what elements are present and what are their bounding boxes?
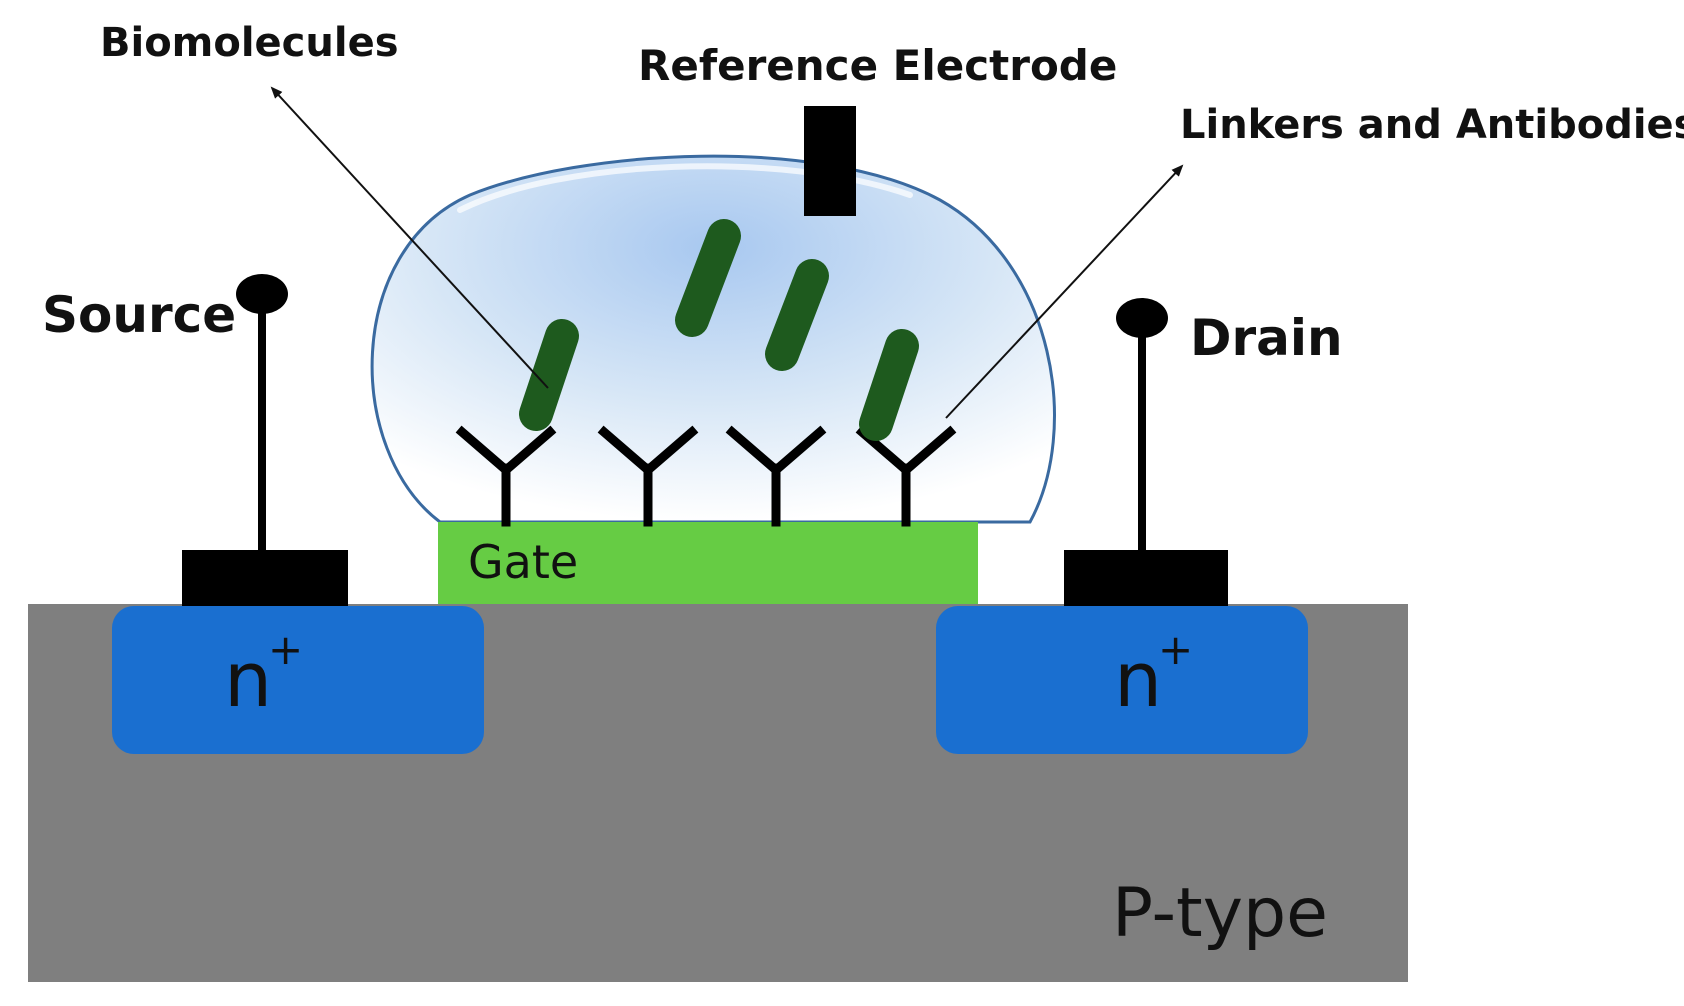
drain-n-plus-superscript: +	[1158, 625, 1193, 674]
p-type-label: P-type	[1112, 874, 1328, 953]
linkers-antibodies-label: Linkers and Antibodies	[1180, 102, 1684, 148]
source-n-plus-region	[112, 606, 484, 754]
electrolyte-droplet	[370, 154, 1056, 524]
source-label: Source	[42, 286, 236, 344]
antibody	[597, 425, 699, 527]
reference-electrode	[804, 106, 856, 216]
drain-terminal-node	[1116, 298, 1168, 338]
drain-label: Drain	[1190, 309, 1343, 367]
antibody	[725, 425, 827, 527]
reference-electrode-label: Reference Electrode	[638, 41, 1117, 90]
biomolecule	[859, 329, 919, 441]
source-contact	[182, 550, 348, 606]
biomolecules-callout-arrow	[270, 86, 549, 389]
linkers-callout-arrow	[945, 164, 1184, 419]
antibody	[455, 425, 557, 527]
source-terminal-node	[236, 274, 288, 314]
drain-n-plus-region	[936, 606, 1308, 754]
gate-label: Gate	[468, 535, 578, 589]
source-n-plus-superscript: +	[268, 625, 303, 674]
drain-n-plus-label: n	[1114, 635, 1162, 724]
gate-electrode	[438, 522, 978, 604]
drain-contact	[1064, 550, 1228, 606]
antibody	[855, 425, 957, 527]
biomolecules-label: Biomolecules	[100, 20, 399, 66]
biomolecule	[765, 259, 829, 371]
source-n-plus-label: n	[224, 635, 272, 724]
biomolecule	[675, 219, 741, 337]
biomolecule	[519, 319, 579, 431]
